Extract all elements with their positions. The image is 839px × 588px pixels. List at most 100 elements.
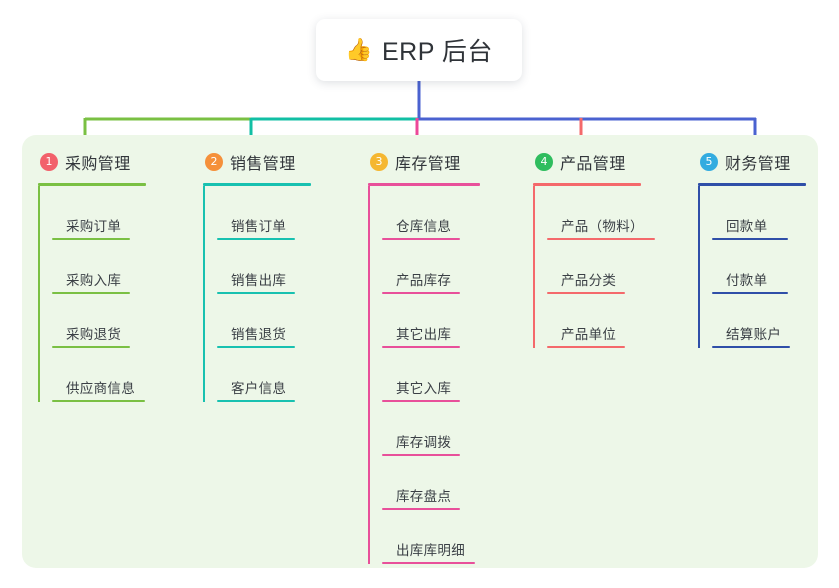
root-node-card[interactable]: 👍 ERP 后台 [316, 19, 522, 81]
list-item-underline [712, 292, 788, 294]
list-item[interactable]: 采购入库 [52, 240, 146, 294]
column-header-4[interactable]: 4 产品管理 [533, 147, 644, 177]
root-title-text: ERP 后台 [382, 38, 493, 66]
column-header-5[interactable]: 5 财务管理 [698, 147, 806, 177]
list-item[interactable]: 付款单 [712, 240, 806, 294]
list-item[interactable]: 销售出库 [217, 240, 311, 294]
column-title: 采购管理 [65, 156, 131, 173]
list-item-underline [382, 346, 460, 348]
list-item-label: 采购订单 [66, 219, 122, 234]
list-item-label: 库存盘点 [396, 489, 452, 504]
list-item-underline [547, 292, 625, 294]
list-item-label: 供应商信息 [66, 381, 135, 396]
list-item-label: 产品（物料） [561, 219, 644, 234]
column-badge-5: 5 [700, 153, 718, 171]
list-item-label: 产品单位 [561, 327, 617, 342]
column-采购管理: 1 采购管理采购订单采购入库采购退货供应商信息 [38, 147, 146, 402]
list-item-underline [52, 400, 145, 402]
list-item-underline [382, 562, 475, 564]
column-badge-4: 4 [535, 153, 553, 171]
list-item-label: 付款单 [726, 273, 768, 288]
list-item-label: 销售退货 [231, 327, 287, 342]
column-item-list: 仓库信息产品库存其它出库其它入库库存调拨库存盘点出库库明细 [368, 186, 480, 564]
list-item-label: 库存调拨 [396, 435, 452, 450]
list-item-label: 结算账户 [726, 327, 782, 342]
thumbs-up-icon: 👍 [345, 37, 373, 62]
list-item[interactable]: 采购退货 [52, 294, 146, 348]
column-产品管理: 4 产品管理产品（物料） 产品分类产品单位 [533, 147, 655, 348]
list-item-label: 销售出库 [231, 273, 287, 288]
column-header-3[interactable]: 3 库存管理 [368, 147, 480, 177]
column-spine [698, 186, 700, 348]
column-underline [698, 183, 806, 186]
list-item-underline [217, 292, 295, 294]
column-badge-1: 1 [40, 153, 58, 171]
list-item-underline [217, 238, 295, 240]
column-badge-2: 2 [205, 153, 223, 171]
list-item-label: 产品库存 [396, 273, 452, 288]
list-item-label: 出库库明细 [396, 543, 465, 558]
list-item[interactable]: 其它入库 [382, 348, 480, 402]
list-item[interactable]: 产品（物料） [547, 186, 655, 240]
list-item-underline [382, 292, 460, 294]
column-title: 财务管理 [725, 156, 791, 173]
list-item[interactable]: 库存盘点 [382, 456, 480, 510]
list-item-label: 销售订单 [231, 219, 287, 234]
list-item[interactable]: 产品分类 [547, 240, 644, 294]
list-item[interactable]: 采购订单 [52, 186, 146, 240]
list-item[interactable]: 供应商信息 [52, 348, 146, 402]
list-item[interactable]: 出库库明细 [382, 510, 480, 564]
list-item-underline [547, 346, 625, 348]
column-underline [203, 183, 311, 186]
column-spine [368, 186, 370, 564]
column-badge-3: 3 [370, 153, 388, 171]
column-header-2[interactable]: 2 销售管理 [203, 147, 311, 177]
list-item-underline [217, 400, 295, 402]
list-item-label: 产品分类 [561, 273, 617, 288]
column-财务管理: 5 财务管理回款单付款单结算账户 [698, 147, 806, 348]
column-item-list: 销售订单销售出库销售退货客户信息 [203, 186, 311, 402]
column-header-1[interactable]: 1 采购管理 [38, 147, 146, 177]
column-underline [368, 183, 480, 186]
list-item-underline [382, 508, 460, 510]
root-title: 👍 ERP 后台 [345, 32, 493, 68]
list-item-underline [52, 292, 130, 294]
column-title: 库存管理 [395, 156, 461, 173]
list-item-label: 客户信息 [231, 381, 287, 396]
column-销售管理: 2 销售管理销售订单销售出库销售退货客户信息 [203, 147, 311, 402]
list-item[interactable]: 客户信息 [217, 348, 311, 402]
list-item-underline [217, 346, 295, 348]
list-item-underline [52, 346, 130, 348]
list-item[interactable]: 结算账户 [712, 294, 806, 348]
list-item[interactable]: 产品库存 [382, 240, 480, 294]
column-underline [38, 183, 146, 186]
column-title: 销售管理 [230, 156, 296, 173]
column-item-list: 回款单付款单结算账户 [698, 186, 806, 348]
list-item[interactable]: 回款单 [712, 186, 806, 240]
column-spine [38, 186, 40, 402]
column-title: 产品管理 [560, 156, 626, 173]
list-item-underline [382, 400, 460, 402]
list-item-underline [547, 238, 655, 240]
column-spine [203, 186, 205, 402]
list-item[interactable]: 其它出库 [382, 294, 480, 348]
list-item-underline [712, 238, 788, 240]
list-item[interactable]: 销售订单 [217, 186, 311, 240]
list-item-underline [52, 238, 130, 240]
list-item-label: 采购退货 [66, 327, 122, 342]
list-item[interactable]: 产品单位 [547, 294, 644, 348]
list-item-label: 采购入库 [66, 273, 122, 288]
list-item-underline [382, 238, 460, 240]
list-item[interactable]: 库存调拨 [382, 402, 480, 456]
column-库存管理: 3 库存管理仓库信息产品库存其它出库其它入库库存调拨库存盘点出库库明细 [368, 147, 480, 564]
list-item[interactable]: 销售退货 [217, 294, 311, 348]
list-item-label: 回款单 [726, 219, 768, 234]
list-item[interactable]: 仓库信息 [382, 186, 480, 240]
list-item-label: 其它出库 [396, 327, 452, 342]
column-item-list: 采购订单采购入库采购退货供应商信息 [38, 186, 146, 402]
column-underline [533, 183, 641, 186]
diagram-panel: 1 采购管理采购订单采购入库采购退货供应商信息 2 销售管理销售订单销售出库销售退货客… [22, 135, 818, 568]
list-item-underline [712, 346, 790, 348]
column-spine [533, 186, 535, 348]
list-item-label: 其它入库 [396, 381, 452, 396]
